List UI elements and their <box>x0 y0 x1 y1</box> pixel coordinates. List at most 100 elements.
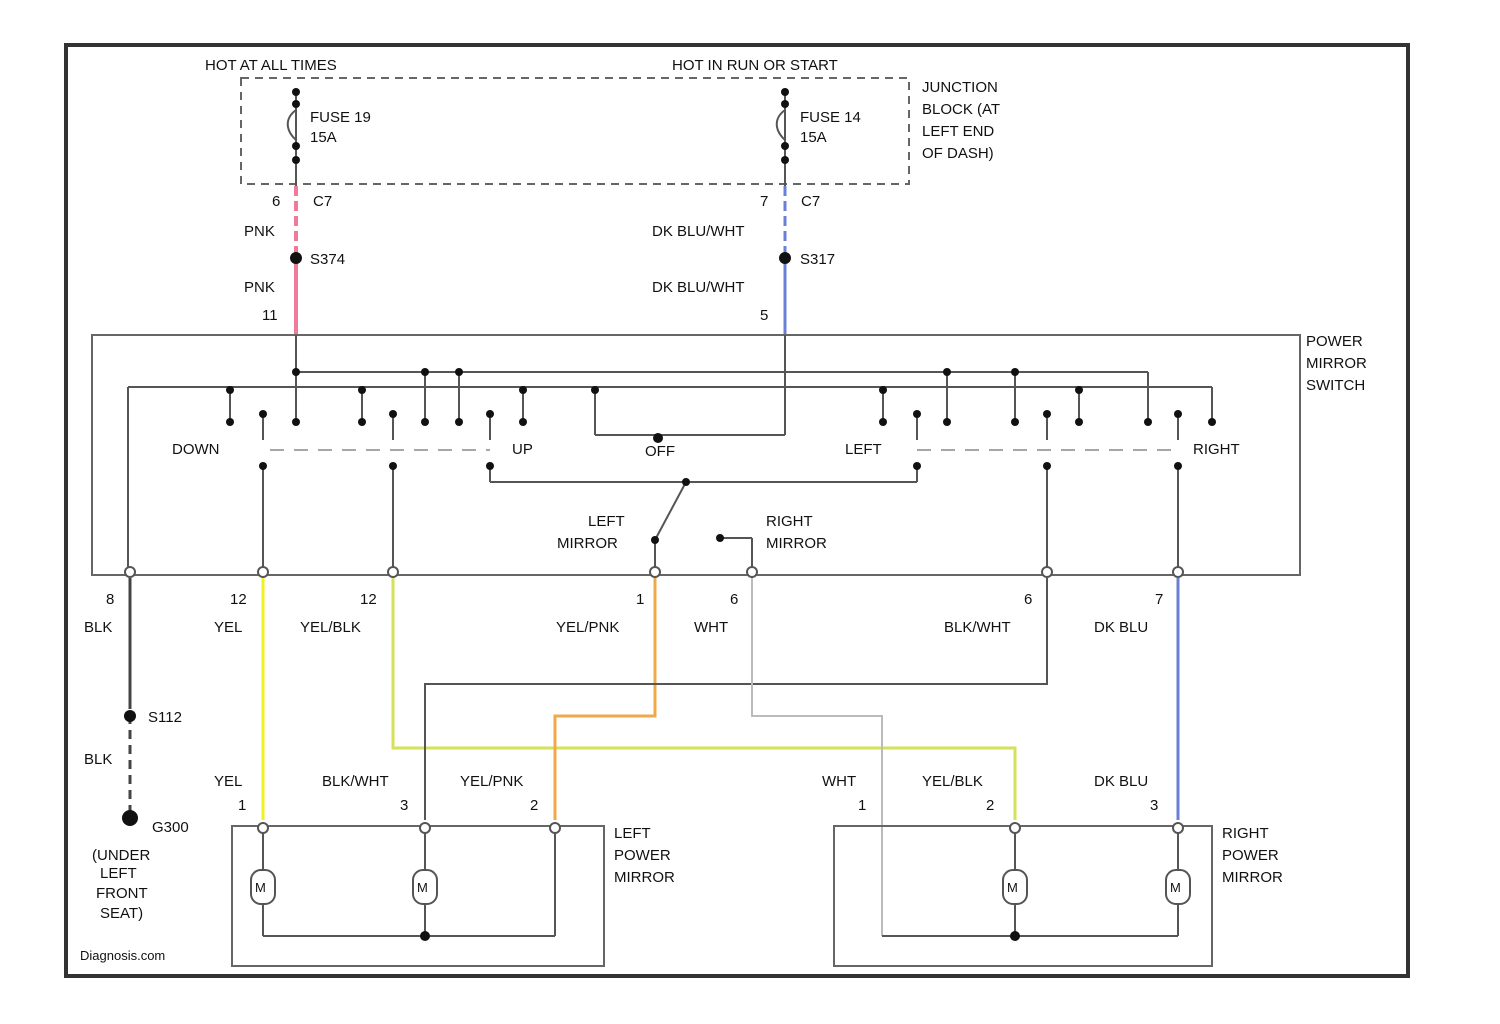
wire-label-yelblk: YEL/BLK <box>300 619 361 636</box>
right-mirror-pin-1: 1 <box>858 797 866 814</box>
left-mirror-motor-1: M <box>251 870 275 904</box>
yelpnk-wire <box>555 578 655 820</box>
wire-label-pnk-2: PNK <box>244 279 275 296</box>
svg-text:MIRROR: MIRROR <box>766 535 827 552</box>
svg-text:OF DASH): OF DASH) <box>922 145 994 162</box>
pin-blk: 8 <box>106 591 114 608</box>
wire-label-blk: BLK <box>84 619 112 636</box>
ground-g300-label: G300 <box>152 819 189 836</box>
right-mirror-motor-2: M <box>1166 870 1190 904</box>
svg-text:M: M <box>1170 880 1181 895</box>
svg-text:LEFT: LEFT <box>588 513 625 530</box>
pin-dkblu: 7 <box>1155 591 1163 608</box>
right-mirror-motor-1: M <box>1003 870 1027 904</box>
wire-label-blkwht: BLK/WHT <box>944 619 1011 636</box>
wire-label-dkblu-1: DK BLU/WHT <box>652 223 745 240</box>
svg-text:LEFT: LEFT <box>614 825 651 842</box>
switch-right-label: RIGHT <box>1193 441 1240 458</box>
switch-center-label: OFF <box>645 443 675 460</box>
right-mirror-pin-2: 2 <box>986 797 994 814</box>
right-mirror-pin-3: 3 <box>1150 797 1158 814</box>
svg-text:SWITCH: SWITCH <box>1306 377 1365 394</box>
svg-text:POWER: POWER <box>1222 847 1279 864</box>
wire-label-wht: WHT <box>694 619 728 636</box>
hot-at-all-times-label: HOT AT ALL TIMES <box>205 57 337 74</box>
fuse-14: FUSE 14 15A <box>777 88 861 186</box>
svg-text:MIRROR: MIRROR <box>1222 869 1283 886</box>
svg-text:(UNDER: (UNDER <box>92 847 150 864</box>
left-mirror-motor-2: M <box>413 870 437 904</box>
hot-in-run-or-start-label: HOT IN RUN OR START <box>672 57 838 74</box>
left-mirror-wire-1: YEL <box>214 773 242 790</box>
dkblu-feed-wire <box>779 186 791 335</box>
pin-switch-right: 5 <box>760 307 768 324</box>
svg-text:M: M <box>417 880 428 895</box>
svg-text:POWER: POWER <box>1306 333 1363 350</box>
right-power-mirror-label: RIGHT POWER MIRROR <box>1222 825 1283 886</box>
fuse-14-name: FUSE 14 <box>800 109 861 126</box>
left-power-mirror-label: LEFT POWER MIRROR <box>614 825 675 886</box>
svg-text:MIRROR: MIRROR <box>614 869 675 886</box>
fuse-14-rating: 15A <box>800 129 827 146</box>
pin-right-number: 7 <box>760 193 768 210</box>
right-mirror-wire-3: DK BLU <box>1094 773 1148 790</box>
ground-g300-dot <box>122 810 138 826</box>
left-mirror-pin-3: 2 <box>530 797 538 814</box>
ground-location-label: (UNDER LEFT FRONT SEAT) <box>92 847 150 922</box>
svg-text:FRONT: FRONT <box>96 885 148 902</box>
right-mirror-wire-2: YEL/BLK <box>922 773 983 790</box>
wire-label-yel: YEL <box>214 619 242 636</box>
svg-text:JUNCTION: JUNCTION <box>922 79 998 96</box>
left-mirror-internal <box>258 823 560 941</box>
power-mirror-switch-label: POWER MIRROR SWITCH <box>1306 333 1367 394</box>
pin-wht: 6 <box>730 591 738 608</box>
pin-yel: 12 <box>230 591 247 608</box>
switch-bottom-pins: 8 12 12 1 6 6 7 <box>106 567 1183 608</box>
splice-s112-label: S112 <box>148 709 182 726</box>
right-mirror-wire-1: WHT <box>822 773 856 790</box>
switch-up-label: UP <box>512 441 533 458</box>
pin-right-connector: C7 <box>801 193 820 210</box>
pin-switch-left: 11 <box>262 307 278 324</box>
left-mirror-pin-2: 3 <box>400 797 408 814</box>
switch-down-label: DOWN <box>172 441 220 458</box>
pnk-feed-wire <box>290 186 302 335</box>
svg-text:POWER: POWER <box>614 847 671 864</box>
splice-s317: S317 <box>800 251 835 268</box>
wire-label-dkblu: DK BLU <box>1094 619 1148 636</box>
svg-text:RIGHT: RIGHT <box>766 513 813 530</box>
splice-s112-dot <box>124 710 136 722</box>
left-mirror-wire-3: YEL/PNK <box>460 773 523 790</box>
svg-text:M: M <box>255 880 266 895</box>
pin-yelblk: 12 <box>360 591 377 608</box>
watermark: Diagnosis.com <box>80 948 165 963</box>
ground-wire-label: BLK <box>84 751 112 768</box>
wire-label-yelpnk: YEL/PNK <box>556 619 619 636</box>
svg-text:MIRROR: MIRROR <box>1306 355 1367 372</box>
right-mirror-select-label: RIGHT MIRROR <box>766 513 827 552</box>
fuse-19-rating: 15A <box>310 129 337 146</box>
svg-text:RIGHT: RIGHT <box>1222 825 1269 842</box>
right-mirror-internal <box>882 823 1183 941</box>
svg-text:MIRROR: MIRROR <box>557 535 618 552</box>
wire-label-pnk-1: PNK <box>244 223 275 240</box>
left-mirror-select-label: LEFT MIRROR <box>557 513 625 552</box>
svg-text:BLOCK (AT: BLOCK (AT <box>922 101 1000 118</box>
fuse-19-name: FUSE 19 <box>310 109 371 126</box>
pin-blkwht: 6 <box>1024 591 1032 608</box>
wire-label-dkblu-2: DK BLU/WHT <box>652 279 745 296</box>
switch-left-label: LEFT <box>845 441 882 458</box>
left-mirror-wire-2: BLK/WHT <box>322 773 389 790</box>
pin-yelpnk: 1 <box>636 591 644 608</box>
left-mirror-pin-1: 1 <box>238 797 246 814</box>
svg-text:LEFT END: LEFT END <box>922 123 994 140</box>
splice-s374: S374 <box>310 251 345 268</box>
svg-text:LEFT: LEFT <box>100 865 137 882</box>
pin-left-connector: C7 <box>313 193 332 210</box>
wht-wire <box>752 578 882 936</box>
svg-text:SEAT): SEAT) <box>100 905 143 922</box>
junction-block-label: JUNCTION BLOCK (AT LEFT END OF DASH) <box>922 79 1000 162</box>
svg-text:M: M <box>1007 880 1018 895</box>
pin-left-number: 6 <box>272 193 280 210</box>
